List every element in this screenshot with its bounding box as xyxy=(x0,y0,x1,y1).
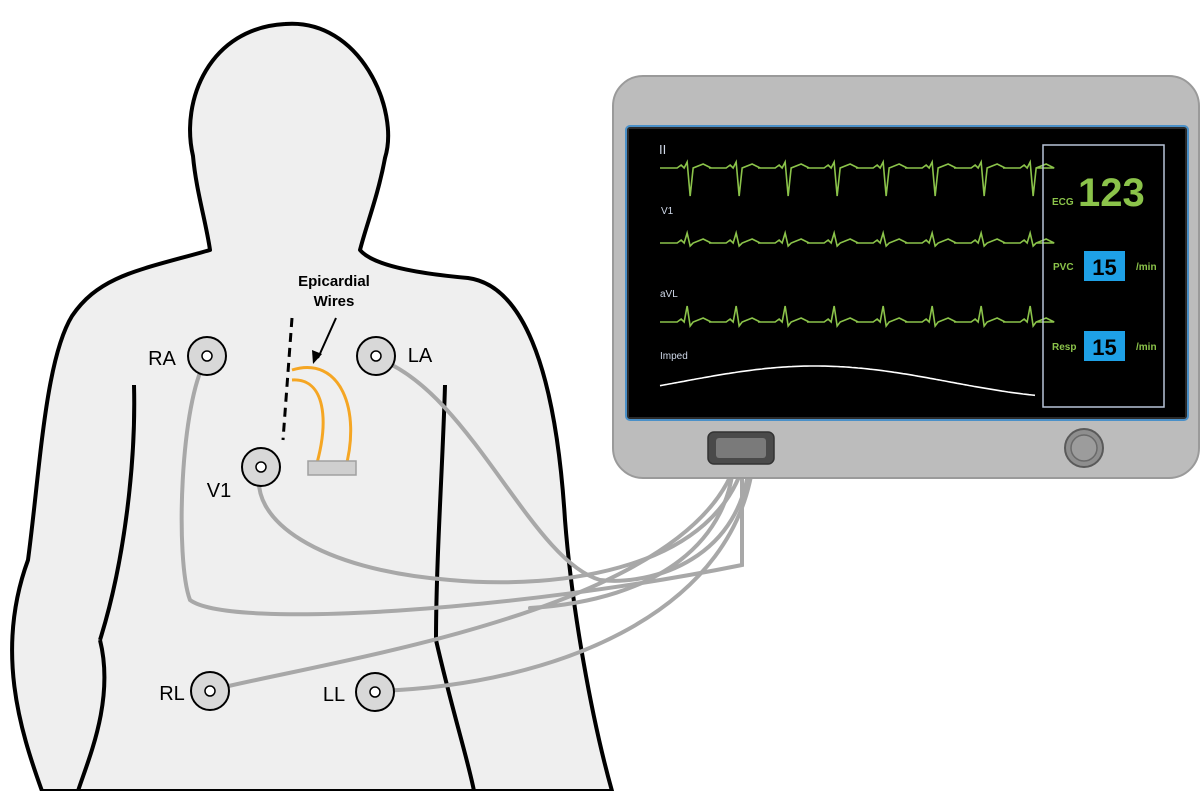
epicardial-label-arrow xyxy=(317,317,337,359)
cable-ll xyxy=(375,453,756,693)
electrode-label-ra: RA xyxy=(148,348,176,370)
epicardial-label-line1: Epicardial xyxy=(298,273,370,290)
ecg-trace-avl xyxy=(660,305,1055,329)
electrode-ra xyxy=(187,336,227,376)
arrowhead-icon xyxy=(312,350,322,364)
left-waist-line xyxy=(434,639,476,792)
lead-cables xyxy=(179,356,756,693)
electrode-label-rl: RL xyxy=(159,683,185,705)
power-knob-icon[interactable] xyxy=(1064,428,1104,468)
cable-v1 xyxy=(257,453,748,585)
cable-connector-plug xyxy=(716,438,766,458)
resp-value: 15 xyxy=(1092,335,1116,360)
trace-label-imped: Imped xyxy=(660,351,688,362)
resp-label: Resp xyxy=(1052,342,1076,353)
electrode-label-ll: LL xyxy=(323,684,345,706)
pvc-value: 15 xyxy=(1092,255,1116,280)
right-waist-line xyxy=(76,639,107,792)
impedance-trace xyxy=(659,365,1036,397)
ecg-heart-rate-value: 123 xyxy=(1078,171,1145,215)
resp-unit: /min xyxy=(1136,342,1157,353)
vitals-panel xyxy=(1042,144,1165,408)
electrode-rl xyxy=(190,671,230,711)
pvc-unit: /min xyxy=(1136,262,1157,273)
pvc-label: PVC xyxy=(1053,262,1074,273)
electrode-v1 xyxy=(241,447,281,487)
epicardial-wire-connector xyxy=(307,460,357,476)
electrode-label-v1: V1 xyxy=(207,480,231,502)
ecg-label: ECG xyxy=(1052,197,1074,208)
electrode-label-la: LA xyxy=(408,345,433,367)
electrode-ll xyxy=(355,672,395,712)
cable-extra xyxy=(528,453,736,610)
sternotomy-incision xyxy=(281,317,294,441)
epicardial-label-line2: Wires xyxy=(314,293,355,310)
electrode-la xyxy=(356,336,396,376)
trace-label-ii: II xyxy=(659,142,666,157)
epicardial-wire-2 xyxy=(291,378,325,471)
ecg-trace-v1 xyxy=(660,229,1055,248)
resp-value-box xyxy=(1084,331,1125,361)
cable-la xyxy=(374,356,752,583)
ecg-trace-ii xyxy=(660,159,1055,197)
trace-label-v1: V1 xyxy=(661,206,674,217)
trace-label-avl: aVL xyxy=(660,289,678,300)
body-silhouette xyxy=(10,21,614,793)
right-arm-line xyxy=(98,384,137,641)
epicardial-wire-1 xyxy=(291,366,353,471)
cable-rl xyxy=(210,453,740,692)
pvc-value-box xyxy=(1084,251,1125,281)
